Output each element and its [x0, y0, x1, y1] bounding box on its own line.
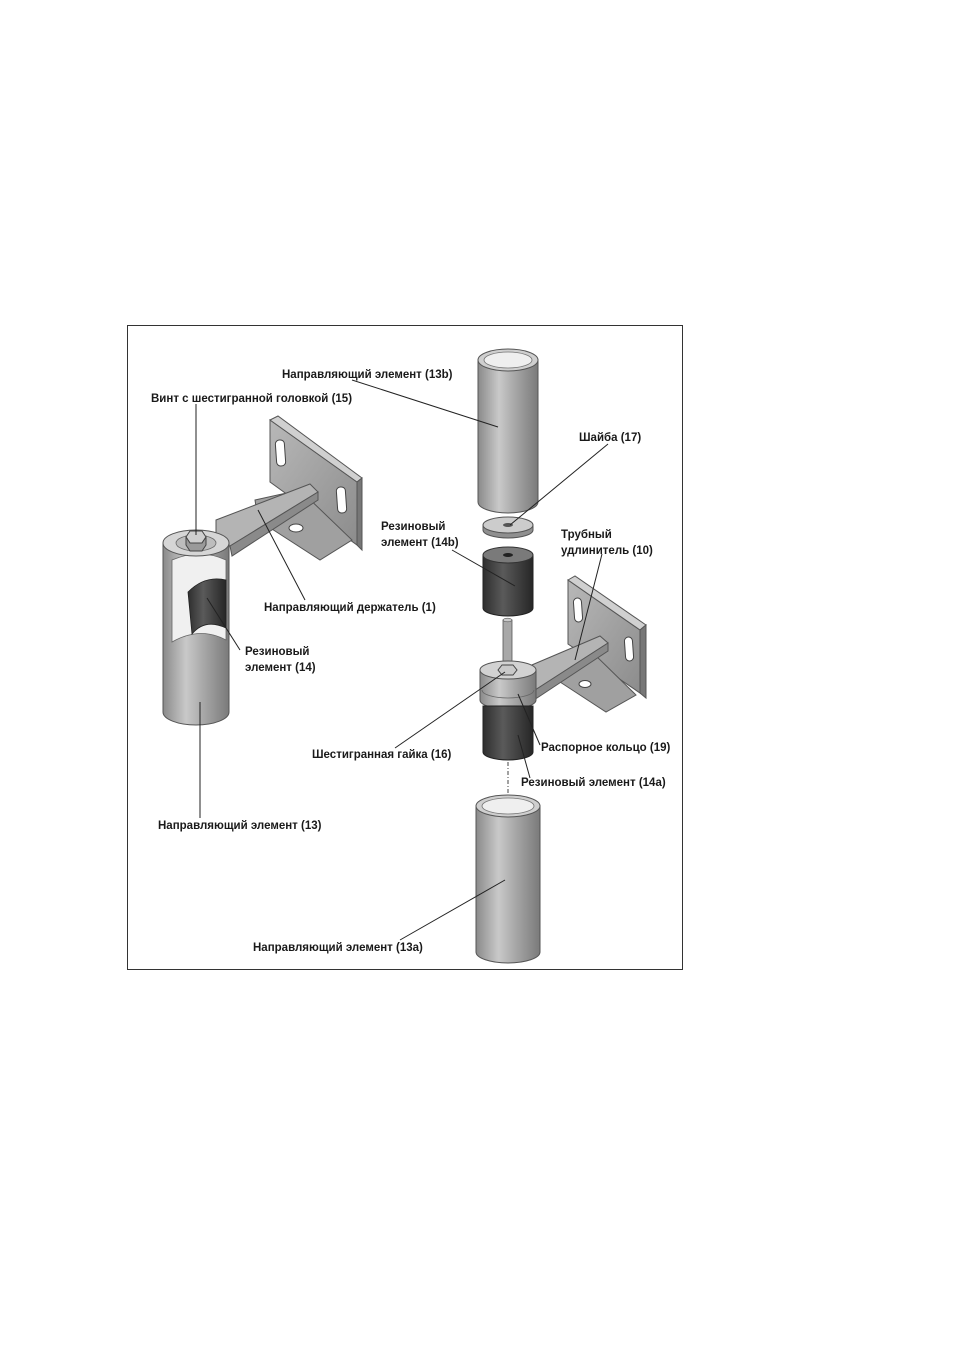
left-guide-pipe — [163, 530, 229, 725]
label-spacer-ring-19: Распорное кольцо (19) — [541, 742, 670, 754]
upper-guide-pipe — [478, 349, 538, 513]
label-guide-13a: Направляющий элемент (13a) — [253, 942, 423, 954]
label-rubber-14-line2: элемент (14) — [245, 662, 316, 674]
washer — [483, 517, 533, 538]
label-rubber-14a: Резиновый элемент (14a) — [521, 777, 666, 789]
label-guide-13: Направляющий элемент (13) — [158, 820, 322, 832]
label-tube-ext-10-line2: удлинитель (10) — [561, 545, 653, 557]
left-assembly — [163, 416, 362, 725]
lower-guide-pipe — [476, 795, 540, 963]
label-tube-ext-10-line1: Трубный — [561, 529, 612, 541]
label-rubber-14-line1: Резиновый — [245, 646, 310, 658]
label-hex-screw-15: Винт с шестигранной головкой (15) — [151, 393, 352, 405]
label-guide-holder-1: Направляющий держатель (1) — [264, 602, 436, 614]
label-washer-17: Шайба (17) — [579, 432, 641, 444]
label-hex-nut-16: Шестигранная гайка (16) — [312, 749, 452, 761]
label-rubber-14b-line1: Резиновый — [381, 521, 446, 533]
label-guide-13b: Направляющий элемент (13b) — [282, 369, 453, 381]
label-rubber-14b-line2: элемент (14b) — [381, 537, 459, 549]
hex-nut — [498, 665, 517, 675]
lower-rubber-element — [483, 706, 533, 760]
